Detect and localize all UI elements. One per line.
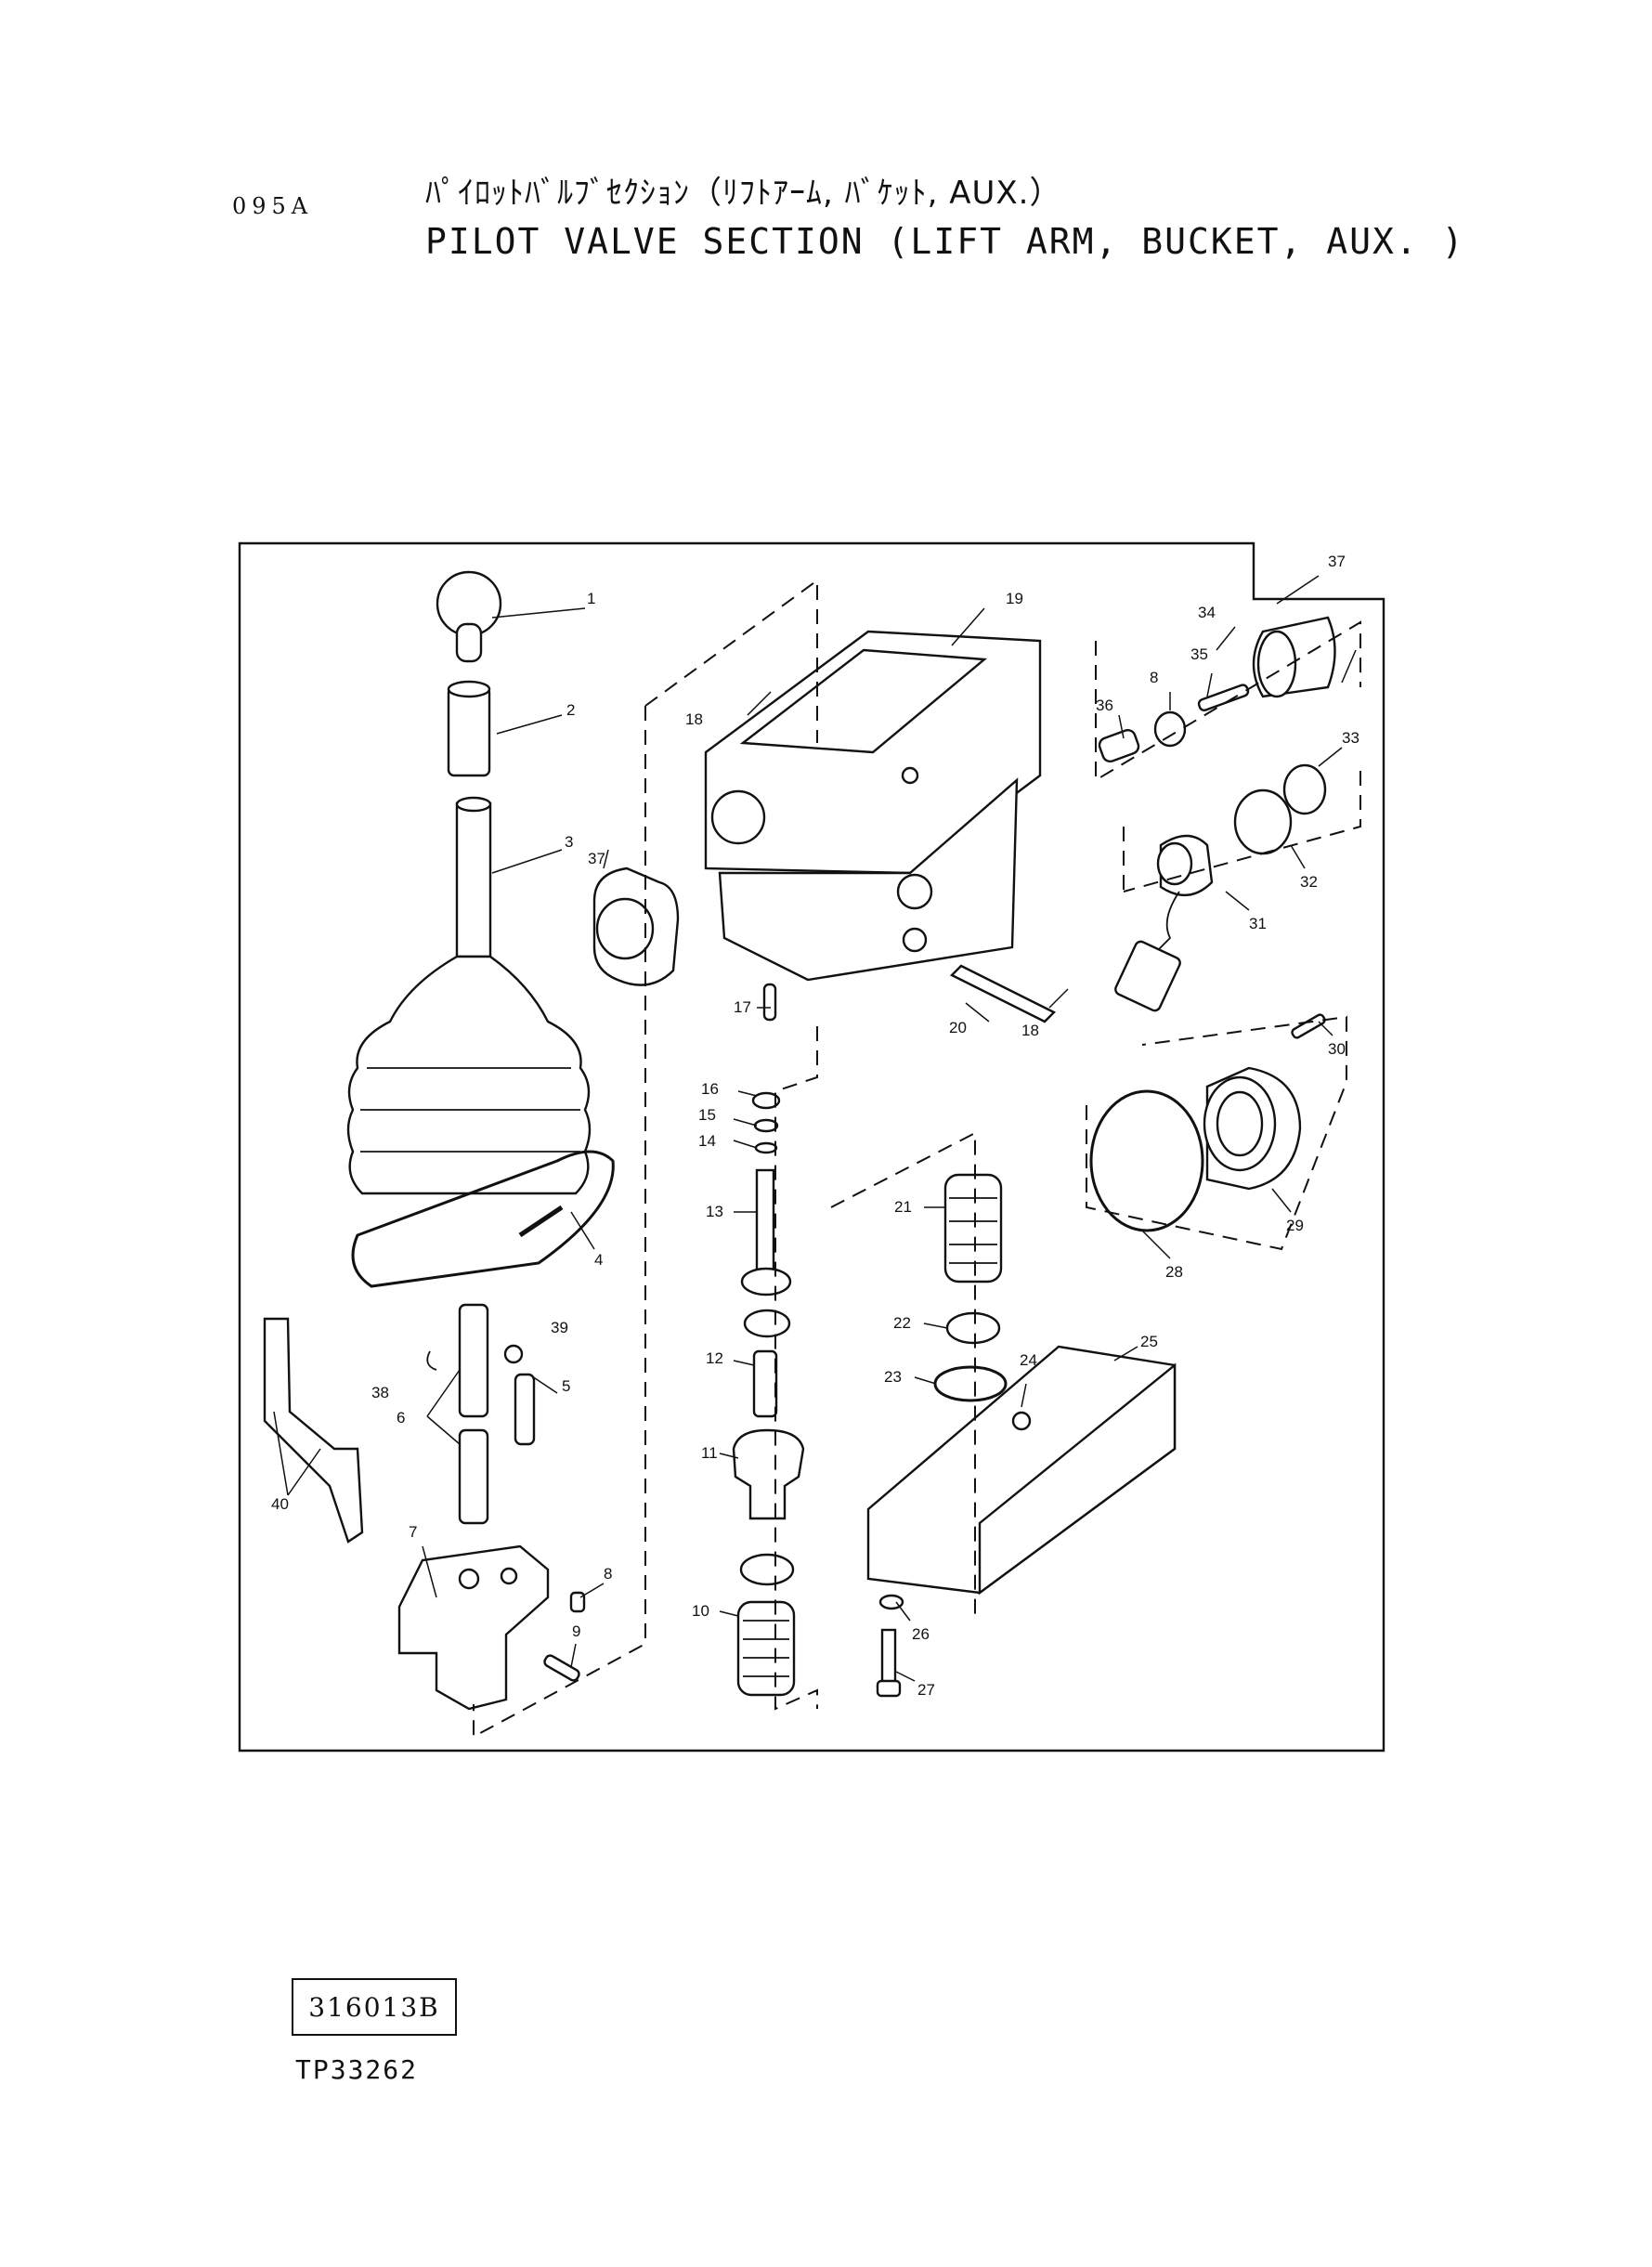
- callout-30: 30: [1328, 1040, 1346, 1058]
- title-english: PILOT VALVE SECTION (LIFT ARM, BUCKET, A…: [425, 221, 1465, 262]
- callout-12: 12: [706, 1349, 723, 1367]
- callout-28: 28: [1165, 1263, 1183, 1281]
- callout-32: 32: [1300, 873, 1318, 891]
- callout-24: 24: [1020, 1351, 1037, 1369]
- callout-1: 1: [587, 590, 595, 607]
- diagram-frame: [238, 541, 1385, 1752]
- callout-33: 33: [1342, 729, 1359, 747]
- callout-9: 9: [572, 1622, 580, 1640]
- page-code: 095A: [232, 193, 314, 219]
- callout-37-left: 37: [588, 850, 605, 867]
- callout-38: 38: [371, 1384, 389, 1401]
- callout-36: 36: [1096, 697, 1113, 714]
- callout-15: 15: [698, 1106, 716, 1124]
- callout-18-lower: 18: [1021, 1022, 1039, 1039]
- callout-11: 11: [701, 1444, 718, 1462]
- callout-29: 29: [1286, 1217, 1304, 1234]
- callout-40: 40: [271, 1495, 289, 1513]
- drawing-number: 316013B: [308, 1991, 440, 2023]
- callout-13: 13: [706, 1203, 723, 1220]
- cap-part-37: [592, 866, 680, 986]
- callout-34: 34: [1198, 604, 1216, 621]
- callout-20: 20: [949, 1019, 967, 1036]
- drawing-number-box: 316013B: [292, 1978, 457, 2036]
- hose-part: [263, 1317, 364, 1544]
- callout-39: 39: [551, 1319, 568, 1336]
- cable-tie-part: [351, 1150, 615, 1288]
- callout-16: 16: [701, 1080, 719, 1098]
- callout-7: 7: [409, 1523, 417, 1541]
- solenoid-parts: [1098, 616, 1336, 1012]
- callout-3: 3: [565, 833, 573, 851]
- sleeve-part: [447, 680, 491, 777]
- callout-21: 21: [894, 1198, 912, 1216]
- base-plate-part: [866, 1345, 1177, 1698]
- callout-25: 25: [1140, 1333, 1158, 1350]
- spool-stack-parts: [732, 1091, 805, 1697]
- leader-lines: [273, 575, 1357, 1682]
- callout-27: 27: [917, 1681, 935, 1699]
- callout-17: 17: [734, 998, 751, 1016]
- callout-19: 19: [1006, 590, 1023, 607]
- callout-6: 6: [397, 1409, 405, 1427]
- dashed-assembly-guides: [473, 579, 1361, 1739]
- callout-10: 10: [692, 1602, 709, 1620]
- callout-5: 5: [562, 1377, 570, 1395]
- callout-35: 35: [1190, 645, 1208, 663]
- shaft-parts: [426, 1303, 536, 1525]
- spring-and-seat-parts: [933, 1173, 1008, 1402]
- callout-2: 2: [566, 701, 575, 719]
- callout-23: 23: [884, 1368, 902, 1386]
- lever-knob-part: [436, 570, 502, 663]
- callout-22: 22: [893, 1314, 911, 1332]
- title-japanese: ﾊﾟｲﾛｯﾄﾊﾞﾙﾌﾞｾｸｼｮﾝ（ﾘﾌﾄｱｰﾑ, ﾊﾞｹｯﾄ, AUX.）: [425, 175, 1062, 212]
- lever-bracket-part: [397, 1544, 586, 1711]
- callout-37-right: 37: [1328, 553, 1346, 570]
- callout-8-lower: 8: [604, 1565, 612, 1583]
- callout-18-upper: 18: [685, 710, 703, 728]
- callout-31: 31: [1249, 915, 1267, 932]
- callout-26: 26: [912, 1625, 930, 1643]
- tp-code: TP33262: [295, 2054, 419, 2085]
- callout-4: 4: [594, 1251, 603, 1269]
- lever-boot-part: [346, 796, 592, 1195]
- callout-8-upper: 8: [1150, 669, 1158, 686]
- ring-and-seal-parts: [1089, 1013, 1326, 1232]
- valve-body-part: [704, 630, 1057, 1023]
- callout-14: 14: [698, 1132, 716, 1150]
